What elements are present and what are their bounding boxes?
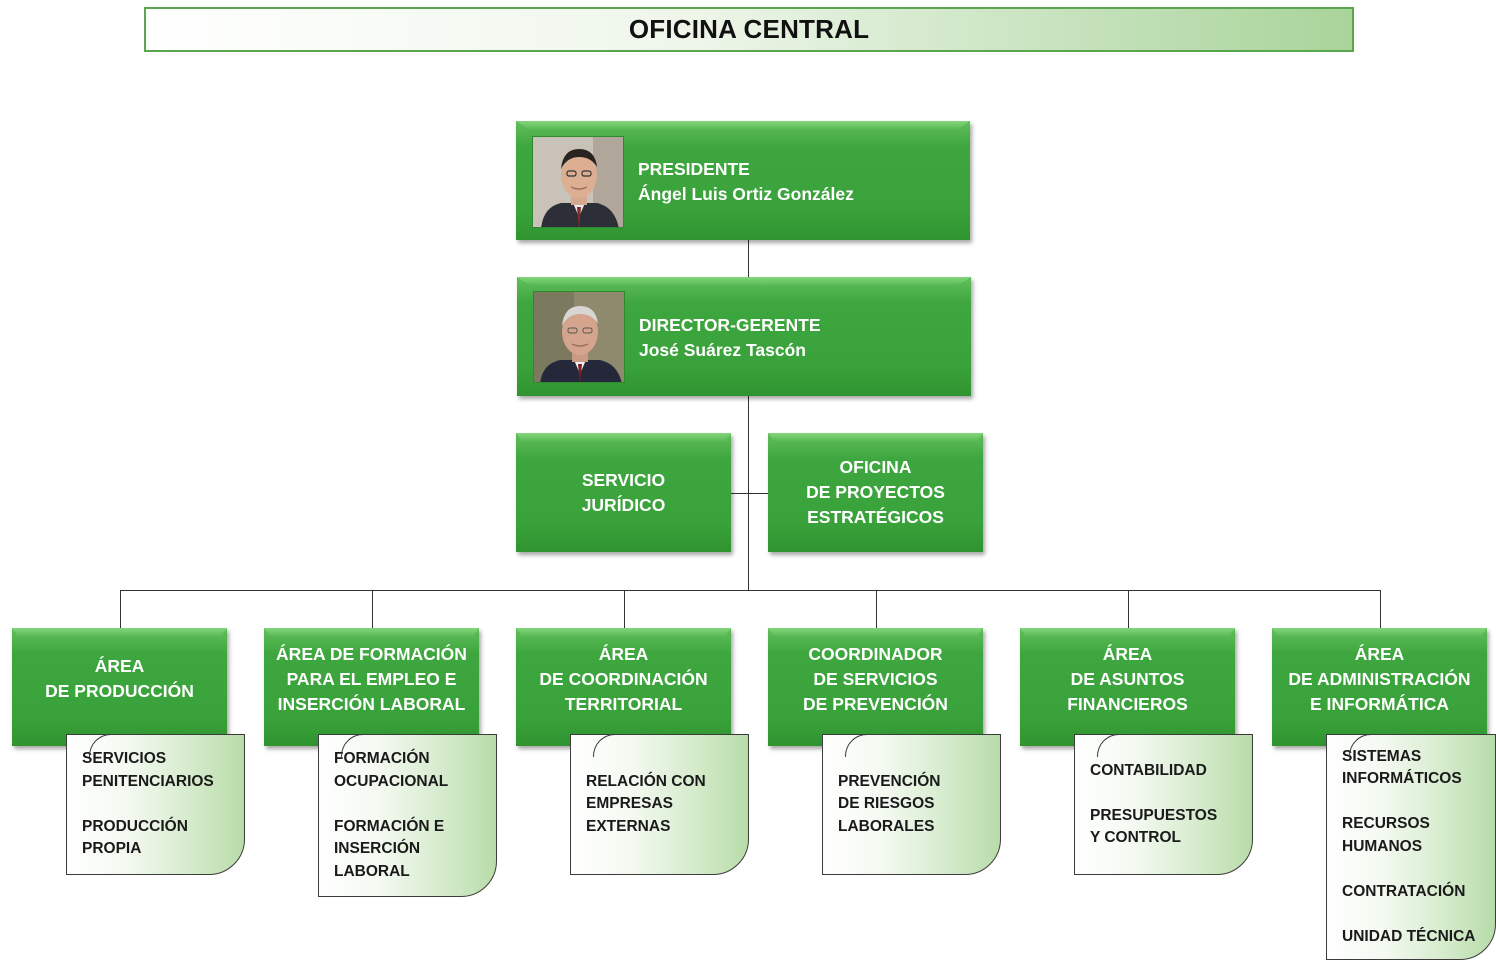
president-name: Ángel Luis Ortiz González [638, 184, 854, 204]
header-banner: OFICINA CENTRAL [144, 7, 1354, 52]
area-subunits-6: SISTEMAS INFORMÁTICOS RECURSOS HUMANOS CONTR… [1326, 734, 1496, 960]
subunit-item: FORMACIÓN E [334, 817, 445, 835]
director-name: José Suárez Tascón [639, 340, 806, 360]
area-title-line: COORDINADOR [808, 643, 943, 664]
area-subunits-5: CONTABILIDAD PRESUPUESTOS Y CONTROL [1074, 734, 1253, 875]
area-title-line: ÁREA [94, 656, 145, 676]
subunit-item: DE RIESGOS [838, 795, 935, 813]
director-role: DIRECTOR-GERENTE [639, 315, 821, 335]
subunit-spacer [334, 793, 496, 816]
president-role: PRESIDENTE [638, 159, 750, 179]
area-title-line: PARA EL EMPLEO E [286, 668, 457, 689]
area-box-2: ÁREA DE FORMACIÓN PARA EL EMPLEO E INSERCI… [264, 628, 479, 746]
president-photo [532, 136, 624, 228]
area-title-line: FINANCIEROS [1067, 693, 1188, 714]
area-title-line: DE PRODUCCIÓN [45, 681, 194, 701]
area-title-line: ÁREA [1354, 643, 1405, 664]
area-subunits-1: SERVICIOS PENITENCIARIOS PRODUCCIÓN PROPIA [66, 734, 245, 875]
director-box: DIRECTOR-GERENTE José Suárez Tascón [517, 277, 971, 396]
subunit-spacer [1342, 791, 1495, 814]
subunit-item: SERVICIOS [82, 750, 167, 768]
area-box-1: ÁREA DE PRODUCCIÓN [12, 628, 227, 746]
area-box-5: ÁREA DE ASUNTOS FINANCIEROS [1020, 628, 1235, 746]
area-title-line: DE SERVICIOS [813, 668, 938, 689]
subunit-item: PENITENCIARIOS [82, 772, 214, 790]
subunit-item: SISTEMAS [1342, 747, 1422, 765]
legal-line-1: SERVICIO [581, 469, 666, 490]
subunit-item: OCUPACIONAL [334, 772, 449, 790]
connector-areas-bus [120, 590, 1380, 591]
legal-line-2: JURÍDICO [581, 494, 666, 515]
area-title-line: E INFORMÁTICA [1309, 693, 1449, 714]
area-box-6: ÁREA DE ADMINISTRACIÓN E INFORMÁTICA [1272, 628, 1487, 746]
subunit-item: INSERCIÓN [334, 840, 421, 857]
connector-area-2 [372, 590, 373, 628]
president-box: PRESIDENTE Ángel Luis Ortiz González [516, 121, 970, 240]
subunit-item: Y CONTROL [1090, 829, 1181, 846]
page-title: OFICINA CENTRAL [628, 14, 870, 44]
area-title-line: ÁREA [1102, 643, 1153, 664]
subunit-item: FORMACIÓN [334, 750, 430, 767]
connector-staff [731, 493, 768, 494]
area-title-line: DE PREVENCIÓN [803, 693, 948, 714]
subunit-item: EMPRESAS [586, 795, 673, 813]
subunit-item: EXTERNAS [586, 817, 671, 835]
area-title-line: INSERCIÓN LABORAL [277, 693, 466, 714]
subunit-item: CONTRATACIÓN [1342, 882, 1466, 900]
subunit-spacer [82, 793, 244, 816]
subunit-item: LABORALES [838, 817, 935, 835]
area-title-line: DE COORDINACIÓN [539, 668, 708, 689]
subunit-item: RECURSOS [1342, 815, 1430, 833]
subunit-item: LABORAL [334, 862, 410, 880]
projects-line-2: DE PROYECTOS [806, 482, 945, 502]
subunit-item: PRESUPUESTOS [1090, 806, 1218, 824]
area-title-line: DE ASUNTOS [1070, 668, 1185, 689]
connector-area-5 [1128, 590, 1129, 628]
connector-area-3 [624, 590, 625, 628]
projects-line-3: ESTRATÉGICOS [807, 507, 944, 527]
subunit-item: PROPIA [82, 840, 142, 858]
director-photo [533, 291, 625, 383]
area-title-line: DE ADMINISTRACIÓN [1288, 668, 1471, 689]
area-box-3: ÁREA DE COORDINACIÓN TERRITORIAL [516, 628, 731, 746]
subunit-item: PREVENCIÓN [838, 772, 941, 790]
subunit-item: RELACIÓN CON [586, 772, 706, 790]
projects-line-1: OFICINA [839, 457, 912, 477]
connector-area-6 [1380, 590, 1381, 628]
area-subunits-4: PREVENCIÓN DE RIESGOS LABORALES [822, 734, 1001, 875]
area-subunits-2: FORMACIÓN OCUPACIONAL FORMACIÓN E INSERCIÓN… [318, 734, 497, 897]
area-title-line: ÁREA DE FORMACIÓN [276, 643, 467, 664]
connector-area-4 [876, 590, 877, 628]
subunit-item: UNIDAD TÉCNICA [1342, 927, 1476, 945]
connector-president-director [748, 240, 749, 277]
area-title-line: TERRITORIAL [564, 693, 683, 714]
area-box-4: COORDINADOR DE SERVICIOS DE PREVENCIÓN [768, 628, 983, 746]
subunit-item: HUMANOS [1342, 837, 1423, 855]
subunit-spacer [1090, 782, 1252, 805]
subunit-item: PRODUCCIÓN [82, 817, 188, 835]
connector-area-1 [120, 590, 121, 628]
area-subunits-3: RELACIÓN CON EMPRESAS EXTERNAS [570, 734, 749, 875]
subunit-item: INFORMÁTICOS [1342, 770, 1462, 788]
projects-office-box: OFICINA DE PROYECTOS ESTRATÉGICOS [768, 433, 983, 552]
area-title-line: ÁREA [598, 643, 649, 664]
legal-service-box: SERVICIO JURÍDICO [516, 433, 731, 552]
subunit-spacer [1342, 858, 1495, 881]
subunit-spacer [1342, 903, 1495, 926]
subunit-item: CONTABILIDAD [1090, 761, 1207, 779]
